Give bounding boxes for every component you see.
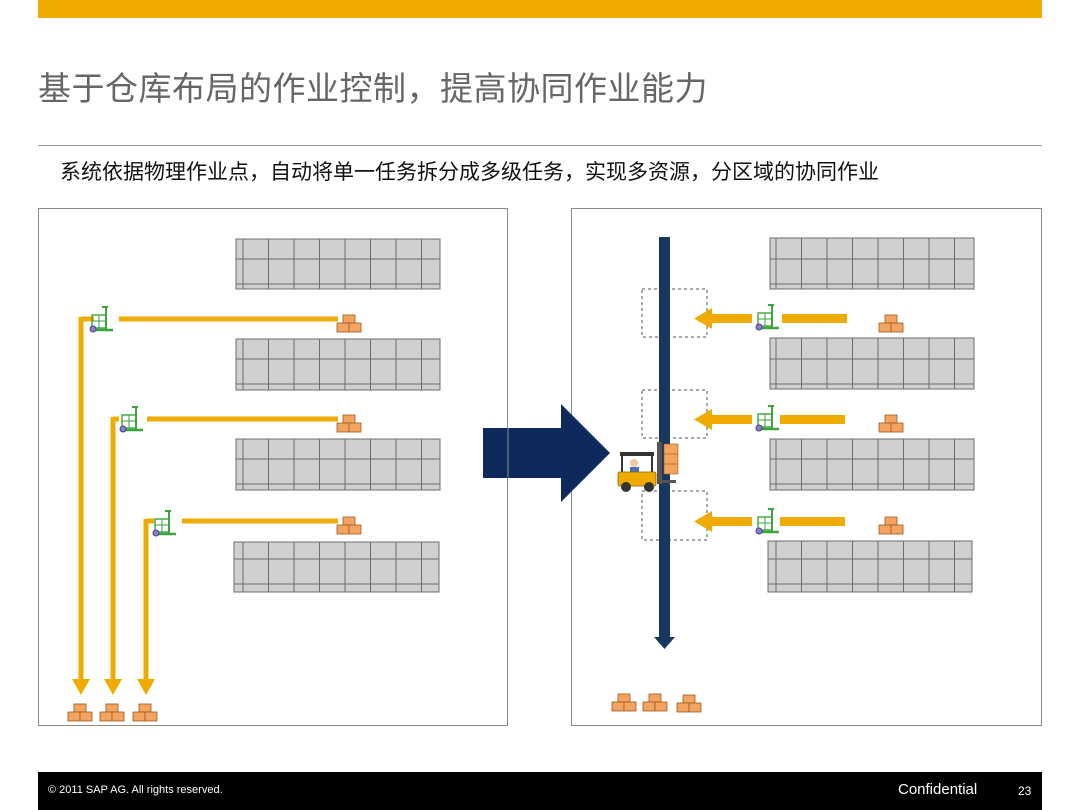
box-stack-icon (336, 414, 362, 433)
rack-row-3 (235, 438, 441, 491)
box-stack-icon (132, 703, 158, 722)
box-stack-icon (611, 693, 637, 712)
rack-row-4 (233, 541, 440, 593)
forklift-icon (617, 442, 679, 492)
hand-truck-icon (754, 303, 781, 332)
box-stack-icon (642, 693, 668, 712)
before-layout-panel (38, 208, 508, 726)
box-stack-icon (336, 314, 362, 333)
hand-truck-icon (118, 405, 145, 434)
top-accent-bar (38, 0, 1042, 18)
staging-zone-2 (641, 389, 708, 439)
copyright-notice: © 2011 SAP AG. All rights reserved. (48, 784, 223, 796)
footer-bar: © 2011 SAP AG. All rights reserved. Conf… (38, 772, 1042, 810)
staging-zone-1 (641, 288, 708, 338)
page-number: 23 (1018, 784, 1032, 798)
box-stack-icon (878, 314, 904, 333)
zone-transfer-2 (694, 409, 845, 430)
slide-title: 基于仓库布局的作业控制，提高协同作业能力 (38, 69, 708, 108)
picking-route-2 (104, 416, 338, 695)
slide-subtitle: 系统依据物理作业点，自动将单一任务拆分成多级任务，实现多资源，分区域的协同作业 (60, 160, 879, 184)
staging-zone-3 (641, 490, 708, 541)
rack-row-1 (769, 237, 975, 290)
zone-transfer-1 (694, 308, 847, 329)
rack-row-2 (769, 337, 975, 390)
confidential-label: Confidential (898, 781, 978, 798)
picking-route-3 (137, 518, 338, 695)
hand-truck-icon (151, 509, 178, 538)
box-stack-icon (878, 516, 904, 535)
box-stack-icon (878, 414, 904, 433)
after-layout-panel (571, 208, 1042, 726)
rack-row-2 (235, 338, 441, 391)
zone-transfer-3 (694, 511, 845, 532)
box-stack-icon (99, 703, 125, 722)
hand-truck-icon (754, 507, 781, 536)
rack-row-3 (769, 438, 975, 491)
title-divider (38, 145, 1042, 146)
transport-line (654, 237, 675, 649)
hand-truck-icon (754, 404, 781, 433)
after-layout-diagram (611, 237, 975, 713)
box-stack-icon (336, 516, 362, 535)
box-stack-icon (67, 703, 93, 722)
picking-route-1 (72, 316, 338, 695)
box-stack-icon (676, 694, 702, 713)
rack-row-4 (767, 540, 973, 593)
before-layout-diagram (67, 238, 441, 722)
transition-arrow-icon (483, 404, 610, 502)
rack-row-1 (235, 238, 441, 290)
